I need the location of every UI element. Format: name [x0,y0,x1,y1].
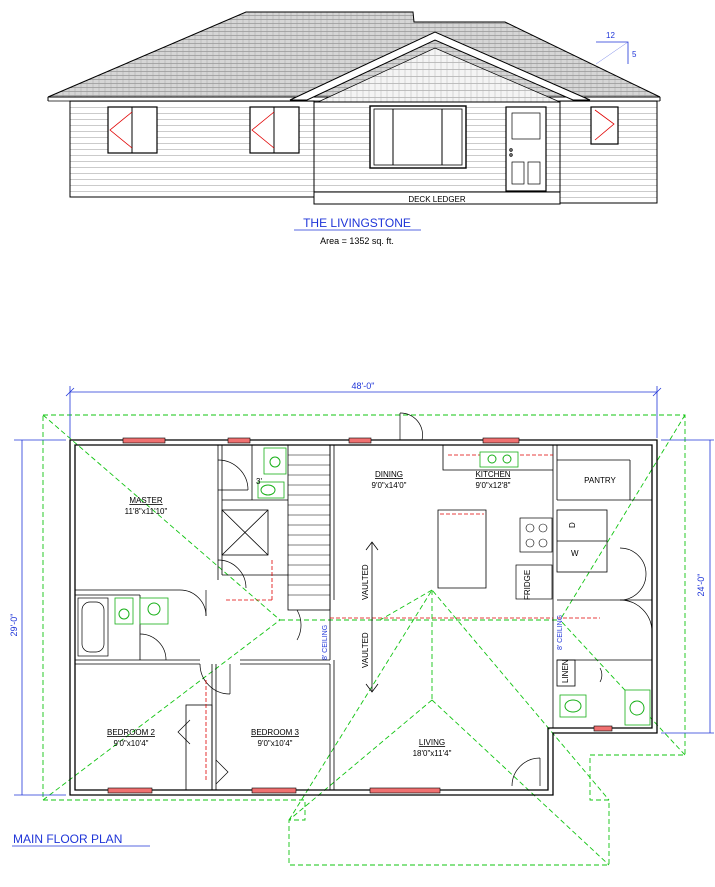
vaulted-upper-label: VAULTED [361,564,370,600]
washer-label: W [571,549,579,558]
dim-overall-width: 48'-0" [352,381,375,391]
window-bed3 [251,787,297,794]
deck-ledger [313,191,561,205]
room-bedroom2-name: BEDROOM 2 [107,728,156,737]
room-master-size: 11'8"x11'10" [125,507,168,516]
room-dining-name: DINING [375,470,403,479]
dryer-label: D [568,522,577,528]
window-left-1 [107,106,158,154]
kitchen-sink [479,451,519,468]
front-door [505,106,547,192]
doors [139,412,653,787]
room-living-size: 18'0"x11'4" [413,749,452,758]
floor-plan: MASTER 11'8"x11'10" DINING 9'0"x14'0" KI… [9,381,714,866]
linen-label: LINEN [561,659,570,683]
plan-title-block: THE LIVINGSTONE Area = 1352 sq. ft. [294,216,421,246]
room-kitchen-size: 9'0"x12'8" [476,481,511,490]
dim-right-depth: 24'-0" [696,574,706,597]
room-bedroom3-size: 9'0"x10'4" [258,739,293,748]
window-left-2 [249,106,300,154]
room-kitchen-name: KITCHEN [475,470,510,479]
window-right [590,106,619,145]
window-living [369,787,441,794]
dimension-top: 48'-0" [65,381,662,438]
kitchen-fixtures [437,445,553,600]
window-dining [348,437,372,444]
dimension-left: 29'-0" [9,439,66,796]
deck-ledger-label: DECK LEDGER [408,195,466,204]
room-dining-size: 9'0"x14'0" [372,481,407,490]
plan-area: Area = 1352 sq. ft. [320,236,394,246]
window-picture [369,105,467,169]
vaulted-lower-label: VAULTED [361,632,370,668]
roof-pitch-marker: 12 5 [595,31,637,65]
pitch-rise: 5 [632,50,637,59]
window-kitchen [482,437,520,444]
room-pantry-name: PANTRY [584,476,616,485]
floor-plan-label: MAIN FLOOR PLAN [13,832,122,846]
exterior-walls [69,439,658,796]
window-bath2 [593,725,613,732]
dim-left-depth: 29'-0" [9,614,19,637]
room-living-name: LIVING [419,738,445,747]
bath-fixtures [77,447,651,726]
pitch-run: 12 [606,31,615,40]
range [519,517,553,553]
window-bed2 [107,787,153,794]
fridge-label: FRIDGE [523,570,532,600]
plan-name: THE LIVINGSTONE [303,216,411,230]
dimension-right: 24'-0" [661,439,714,734]
ceiling-lines [205,560,600,780]
main-roof [47,11,661,98]
vaulted-arrow [365,541,379,693]
ceiling-left-label: 8' CEILING [322,625,329,660]
ceiling-right-label: 8' CEILING [557,615,564,650]
front-elevation: DECK LEDGER [47,11,661,205]
window-bath [227,437,251,444]
fridge-box [515,564,553,600]
room-bedroom2-size: 9'0"x10'4" [114,739,149,748]
window-master [122,437,166,444]
interior-walls [75,444,652,791]
room-master-name: MASTER [129,496,163,505]
gable-roof [289,31,591,101]
room-bedroom3-name: BEDROOM 3 [251,728,300,737]
shower-height-label: 3' [256,477,262,486]
